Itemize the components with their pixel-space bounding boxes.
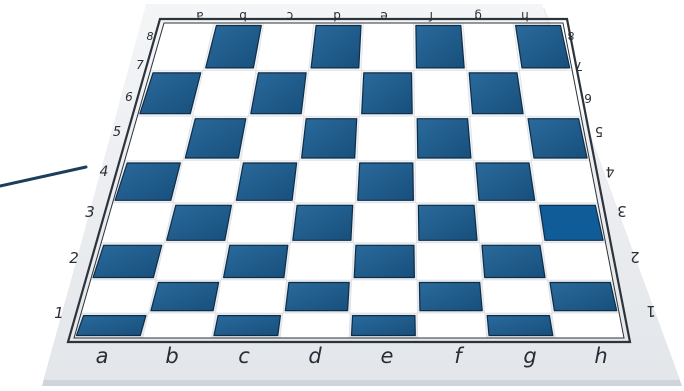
square-c4[interactable] bbox=[227, 203, 294, 243]
square-e8[interactable] bbox=[361, 23, 414, 70]
rank-label-right: 6 bbox=[584, 91, 592, 105]
square-a2[interactable] bbox=[81, 280, 156, 313]
file-label-top: c bbox=[287, 9, 294, 23]
square-g5[interactable] bbox=[476, 163, 535, 200]
square-e7[interactable] bbox=[362, 73, 413, 114]
rank-label-right: 1 bbox=[646, 302, 656, 320]
square-h2[interactable] bbox=[550, 283, 617, 311]
square-d7[interactable] bbox=[304, 70, 362, 116]
rank-label-right: 7 bbox=[575, 59, 583, 73]
square-c5[interactable] bbox=[236, 163, 296, 200]
square-d1[interactable] bbox=[280, 313, 350, 338]
square-h6[interactable] bbox=[528, 119, 587, 158]
rank-label-left: 2 bbox=[69, 249, 79, 267]
rank-label-left: 7 bbox=[136, 58, 144, 72]
square-a5[interactable] bbox=[115, 163, 180, 200]
square-b7[interactable] bbox=[193, 70, 256, 116]
file-label-top: g bbox=[474, 9, 482, 23]
square-g7[interactable] bbox=[469, 73, 523, 114]
square-d5[interactable] bbox=[295, 161, 358, 203]
square-a1[interactable] bbox=[77, 316, 146, 336]
square-d6[interactable] bbox=[302, 119, 357, 158]
square-f6[interactable] bbox=[417, 119, 471, 158]
pointer-line bbox=[0, 167, 86, 186]
file-label-top: e bbox=[380, 9, 387, 23]
square-b3[interactable] bbox=[156, 243, 227, 280]
square-d8[interactable] bbox=[311, 26, 361, 68]
file-label-top: b bbox=[239, 9, 247, 23]
square-g6[interactable] bbox=[470, 116, 531, 160]
square-f3[interactable] bbox=[416, 243, 482, 280]
square-b2[interactable] bbox=[151, 283, 219, 311]
square-e2[interactable] bbox=[350, 280, 417, 313]
square-b1[interactable] bbox=[143, 313, 216, 338]
square-g2[interactable] bbox=[482, 280, 552, 313]
file-label-bottom: g bbox=[523, 344, 536, 368]
rank-label-left: 6 bbox=[125, 90, 133, 104]
square-g8[interactable] bbox=[463, 23, 519, 70]
rank-label-right: 8 bbox=[568, 29, 575, 42]
rank-label-left: 3 bbox=[85, 203, 95, 221]
square-b6[interactable] bbox=[185, 119, 246, 158]
square-b4[interactable] bbox=[167, 205, 232, 240]
rank-label-right: 4 bbox=[605, 163, 614, 179]
square-b5[interactable] bbox=[173, 161, 241, 203]
square-h7[interactable] bbox=[520, 70, 582, 116]
square-d2[interactable] bbox=[285, 283, 349, 311]
square-e4[interactable] bbox=[353, 203, 416, 243]
file-label-top: h bbox=[521, 9, 529, 23]
file-label-top: d bbox=[333, 9, 341, 23]
file-label-bottom: h bbox=[594, 344, 607, 368]
square-g3[interactable] bbox=[482, 245, 545, 277]
square-e1[interactable] bbox=[352, 316, 416, 336]
file-label-top: a bbox=[196, 9, 203, 23]
square-f7[interactable] bbox=[414, 70, 470, 116]
square-a4[interactable] bbox=[101, 203, 173, 243]
square-a3[interactable] bbox=[93, 245, 162, 277]
square-f5[interactable] bbox=[415, 161, 476, 203]
square-h5[interactable] bbox=[532, 161, 598, 203]
rank-label-left: 5 bbox=[113, 125, 121, 140]
rank-label-left: 4 bbox=[100, 164, 109, 180]
square-f8[interactable] bbox=[416, 26, 464, 68]
square-e6[interactable] bbox=[357, 116, 415, 160]
file-label-bottom: b bbox=[165, 344, 178, 368]
file-label-bottom: c bbox=[238, 344, 250, 368]
square-f2[interactable] bbox=[419, 283, 482, 311]
square-h3[interactable] bbox=[543, 243, 613, 280]
rank-label-left: 8 bbox=[147, 30, 154, 43]
square-e3[interactable] bbox=[354, 245, 414, 277]
square-d4[interactable] bbox=[293, 205, 353, 240]
square-h8[interactable] bbox=[516, 26, 570, 68]
rank-label-right: 5 bbox=[595, 123, 603, 138]
square-c3[interactable] bbox=[224, 245, 288, 277]
file-label-bottom: e bbox=[381, 344, 394, 368]
square-g1[interactable] bbox=[487, 316, 553, 336]
square-c2[interactable] bbox=[216, 280, 287, 313]
rank-label-left: 1 bbox=[54, 304, 64, 322]
rank-label-right: 2 bbox=[630, 248, 640, 266]
square-c6[interactable] bbox=[241, 116, 304, 160]
square-d3[interactable] bbox=[286, 243, 353, 280]
square-c7[interactable] bbox=[251, 73, 306, 114]
square-f1[interactable] bbox=[417, 313, 486, 338]
square-f4[interactable] bbox=[418, 205, 477, 240]
square-g4[interactable] bbox=[477, 203, 543, 243]
rank-label-right: 3 bbox=[617, 202, 627, 220]
square-c1[interactable] bbox=[214, 316, 280, 336]
square-h1[interactable] bbox=[552, 313, 624, 338]
square-h4[interactable] bbox=[540, 205, 603, 240]
square-c8[interactable] bbox=[256, 23, 314, 70]
square-e5[interactable] bbox=[358, 163, 414, 200]
file-label-bottom: d bbox=[308, 344, 322, 368]
file-label-bottom: a bbox=[96, 344, 109, 368]
